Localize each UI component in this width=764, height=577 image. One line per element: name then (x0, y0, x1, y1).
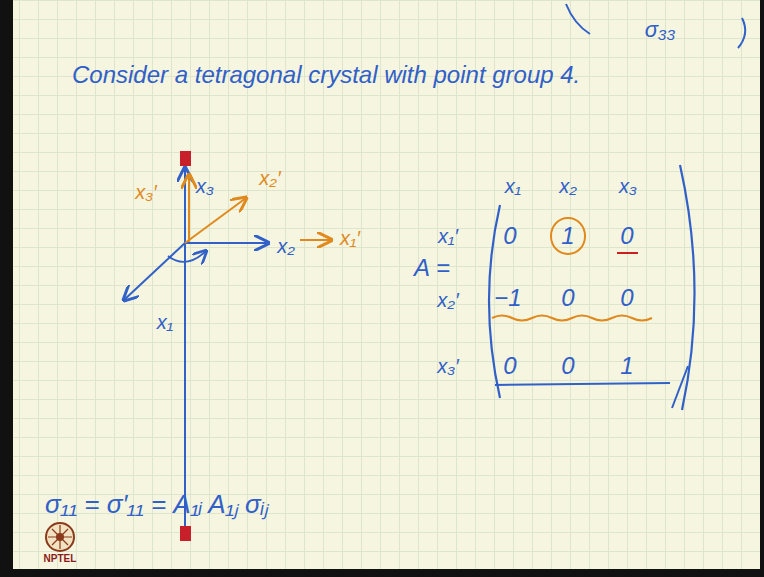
matrix-entry: 0 (503, 222, 516, 250)
axis-label: x₃ (196, 175, 214, 198)
axis-label: x₁′ (340, 227, 360, 250)
matrix-name: A = (414, 254, 450, 282)
row-header: x₂′ (437, 289, 458, 312)
logo-text: NPTEL (44, 553, 77, 565)
stress-component: σ₃₃ (645, 17, 676, 42)
column-header: x₁ (505, 175, 521, 198)
statement: Consider a tetragonal crystal with point… (72, 61, 580, 89)
axis-label: x₃′ (135, 181, 157, 204)
matrix-entry: 1 (561, 222, 574, 250)
matrix-entry: 1 (620, 352, 633, 380)
circled-entry: 1 (550, 217, 585, 255)
row-header: x₁′ (438, 225, 458, 248)
matrix-entry: 0 (561, 352, 574, 380)
column-header: x₂ (559, 175, 577, 198)
row-header: x₃′ (437, 355, 459, 378)
matrix-entry: 0 (620, 284, 633, 312)
axis-label: x₁ (157, 311, 173, 334)
axis-label: x₂ (277, 235, 295, 258)
transformation-equation: σ₁₁ = σ′₁₁ = A₁ᵢ A₁ⱼ σᵢⱼ (45, 490, 268, 520)
matrix-entry: 0 (561, 284, 574, 312)
matrix-entry: −1 (494, 284, 521, 312)
axis-label: x₂′ (259, 167, 280, 190)
matrix-entry: 0 (503, 352, 516, 380)
matrix-entry: 0 (620, 222, 633, 250)
column-header: x₃ (619, 175, 637, 198)
